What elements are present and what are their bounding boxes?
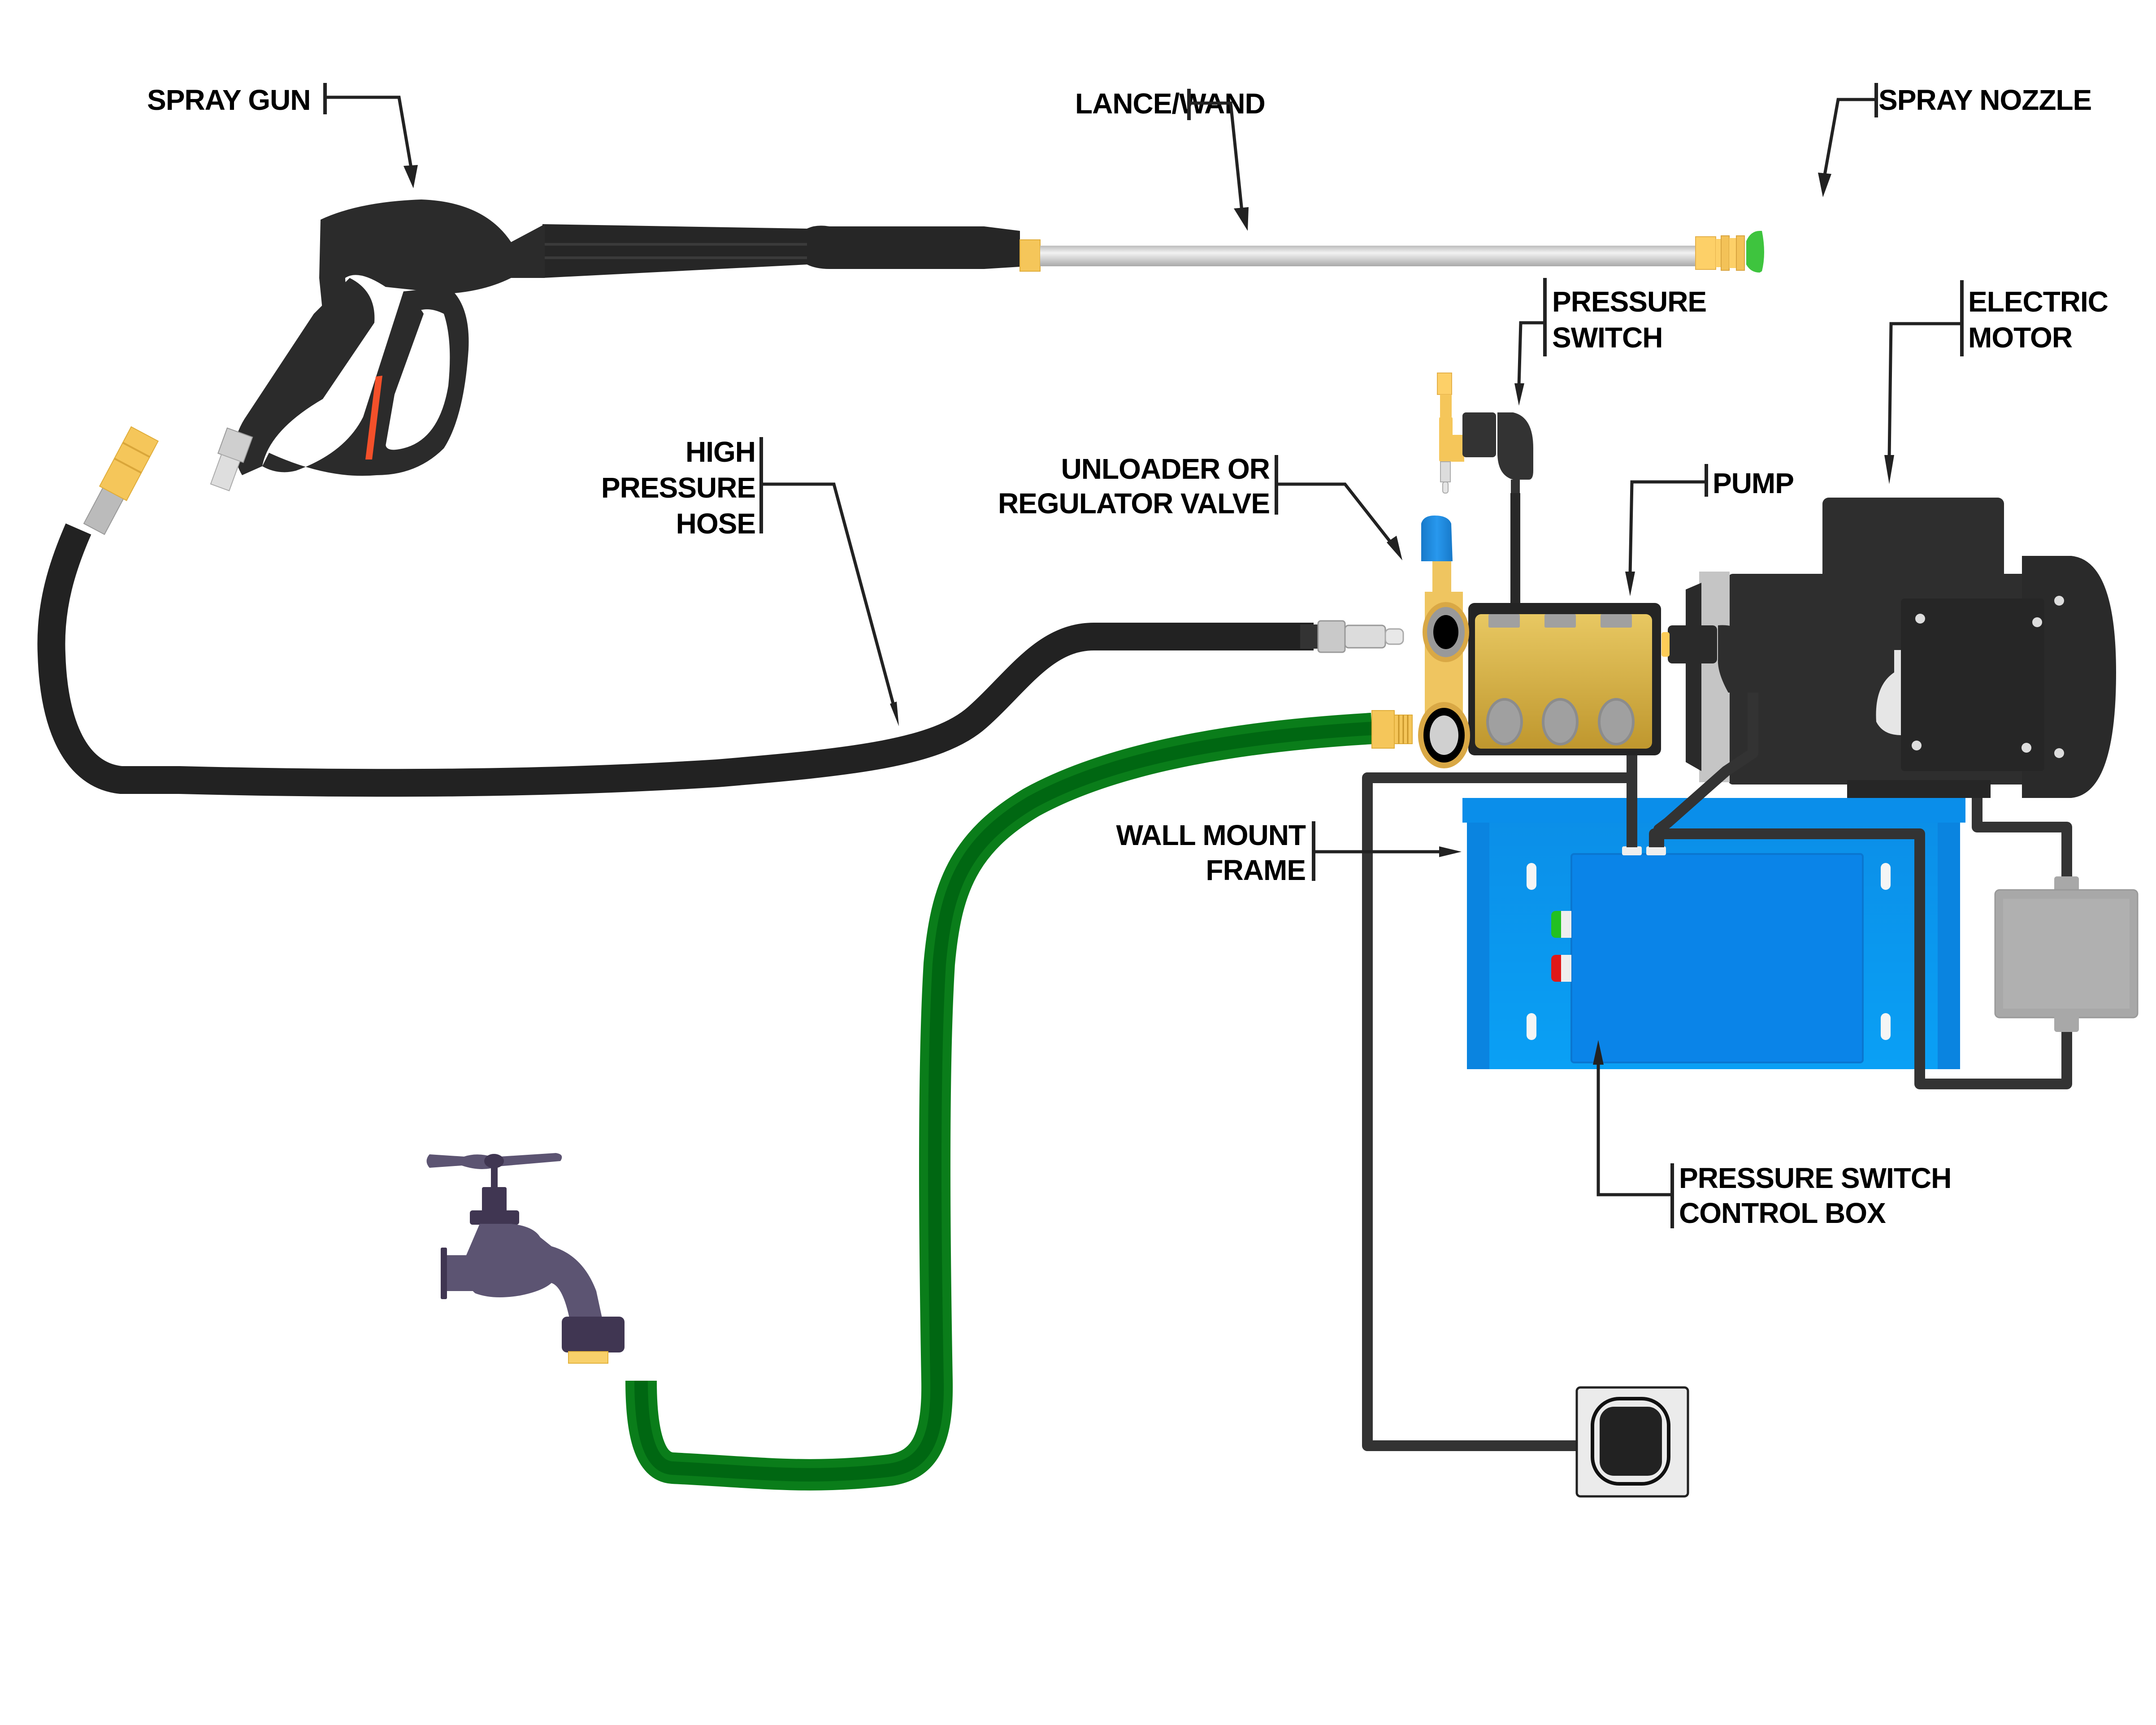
label-pump-text: PUMP (1713, 467, 1794, 499)
label-pressure-switch-line1: PRESSURE (1552, 286, 1706, 318)
label-control-box: PRESSURE SWITCH CONTROL BOX (1593, 1040, 1952, 1229)
hose-coupler-left (83, 426, 159, 535)
garden-hose (625, 710, 1413, 1491)
label-lance-wand: LANCE/WAND (1075, 87, 1266, 231)
label-unloader-valve: UNLOADER OR REGULATOR VALVE (998, 453, 1402, 560)
water-faucet (426, 1153, 625, 1364)
trigger-safety-icon (365, 376, 382, 459)
label-electric-motor: ELECTRIC MOTOR (1884, 280, 2108, 484)
label-unloader-line1: UNLOADER OR (1061, 453, 1270, 485)
label-unloader-line2: REGULATOR VALVE (998, 487, 1270, 520)
hose-coupler-right (1300, 620, 1404, 653)
label-electric-motor-line1: ELECTRIC (1968, 286, 2108, 318)
pressure-switch (1437, 373, 1533, 614)
label-hp-hose-line3: HOSE (676, 507, 755, 540)
label-hp-hose-line2: PRESSURE (601, 472, 755, 504)
spray-nozzle (1695, 231, 1764, 273)
faucet-handle-hub (484, 1154, 504, 1168)
electric-motor (1661, 498, 2116, 798)
label-spray-nozzle: SPRAY NOZZLE (1818, 83, 2092, 197)
lance-wand (1040, 246, 1697, 266)
wall-outlet (1575, 1386, 1689, 1498)
label-lance-wand-text: LANCE/WAND (1075, 87, 1265, 120)
pump (1468, 603, 1661, 755)
motor-junction-cover (1901, 598, 2044, 771)
garden-hose-fitting (1371, 710, 1413, 749)
label-wall-mount-frame: WALL MOUNT FRAME (1116, 819, 1462, 886)
label-pressure-switch-line2: SWITCH (1552, 321, 1662, 354)
label-pressure-switch: PRESSURE SWITCH (1514, 278, 1707, 406)
high-pressure-hose (37, 426, 1404, 797)
label-spray-gun: SPRAY GUN (147, 83, 418, 188)
label-spray-gun-text: SPRAY GUN (147, 84, 310, 116)
label-control-box-line2: CONTROL BOX (1679, 1197, 1886, 1229)
label-hp-hose-line1: HIGH (685, 436, 755, 468)
label-frame-line1: WALL MOUNT (1116, 819, 1306, 851)
unloader-valve (1421, 516, 1453, 594)
label-high-pressure-hose: HIGH PRESSURE HOSE (601, 436, 899, 726)
spray-gun (210, 199, 1041, 491)
label-electric-motor-line2: MOTOR (1968, 321, 2072, 354)
pump-manifold (1418, 592, 1470, 768)
label-frame-line2: FRAME (1206, 854, 1306, 886)
label-pump: PUMP (1625, 464, 1794, 596)
label-spray-nozzle-text: SPRAY NOZZLE (1878, 84, 2091, 116)
power-cables (1362, 693, 2072, 1451)
control-box (1551, 846, 1864, 1063)
cable-junction-box (1994, 876, 2139, 1032)
label-control-box-line1: PRESSURE SWITCH (1679, 1162, 1951, 1194)
